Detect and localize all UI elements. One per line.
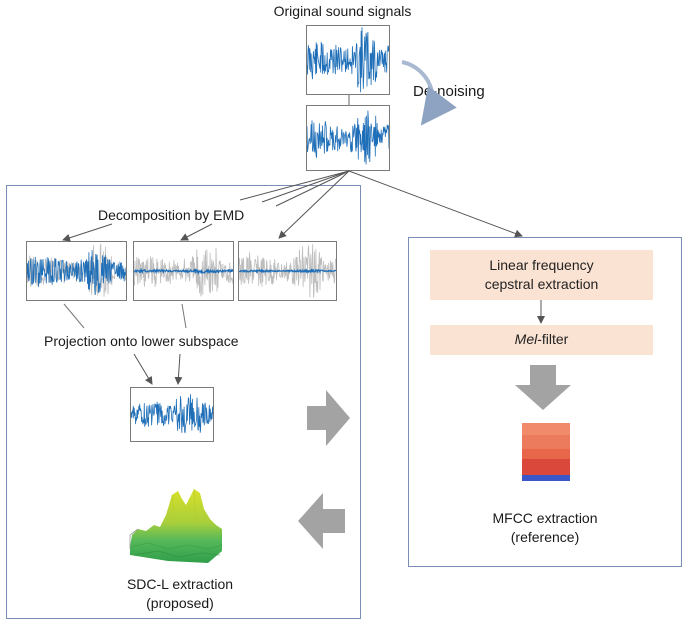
mel-word: Mel [514,331,538,347]
big-right-arrow [307,390,350,446]
mfcc-matrix [522,423,570,481]
original-signal-plot [306,25,390,95]
mfcc-subtitle: (reference) [510,529,580,545]
step1-line2: cepstral extraction [484,276,599,292]
denoise-curved-arrow [401,60,457,126]
imf2-to-projection [181,303,187,329]
filter-word: -filter [537,331,569,347]
fan-line [239,170,350,201]
arrow-to-imf3 [278,170,350,239]
waveform-trace [307,27,389,93]
imf1-to-projection [63,303,85,329]
big-left-arrow [298,493,345,549]
projection-label: Projection onto lower subspace [44,333,239,349]
waveform-trace [239,244,336,298]
denoised-signal-plot [306,105,390,171]
imf-plot-2 [133,241,234,301]
linear-frequency-step: Linear frequency cepstral extraction [430,250,653,300]
big-down-arrow [515,365,571,410]
projected-signal-plot [130,387,214,442]
step1-line1: Linear frequency [489,257,594,273]
waveform-trace [131,394,213,434]
arrow-to-imf2 [180,223,213,241]
fan-line [275,170,350,207]
projection-arrow-1 [133,353,153,385]
emd-label: Decomposition by EMD [98,207,245,223]
waveform-trace [27,243,126,297]
projection-arrow-2 [174,353,183,385]
sdc-subtitle: (proposed) [146,595,214,611]
waveform-trace [134,247,233,297]
waveform-trace [27,250,126,295]
waveform-trace [307,110,389,165]
imf-plot-3 [238,241,337,301]
right-panel [408,237,682,567]
title: Original sound signals [273,3,412,19]
sdc-title: SDC-L extraction [126,576,234,592]
mel-filter-step: Mel-filter [430,325,653,355]
left-panel [6,185,361,619]
arrow-to-mfcc-panel [348,170,523,238]
fan-line [261,170,350,203]
imf-plot-1 [26,241,127,301]
waveform-trace [134,267,233,276]
mel-filter-label: Mel-filter [430,331,653,347]
mfcc-title: MFCC extraction [492,510,598,526]
arrow-to-imf1 [62,223,113,242]
waveform-trace [239,268,336,275]
sdc-surface-plot [129,488,223,563]
